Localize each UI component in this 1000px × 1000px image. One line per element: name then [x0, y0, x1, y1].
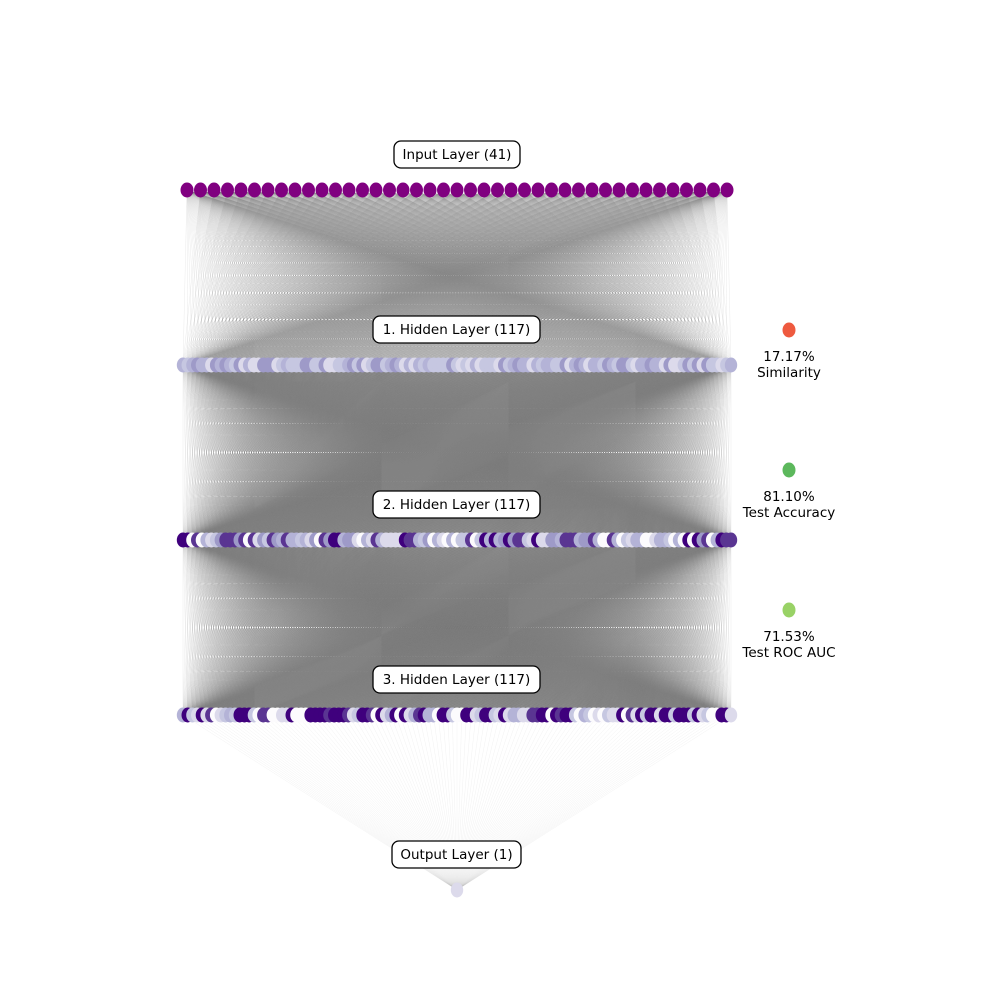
- metric-value: 81.10%: [763, 489, 815, 505]
- metric-similarity: 17.17% Similarity: [757, 322, 821, 381]
- neuron-node: [329, 182, 342, 198]
- neuron-node: [315, 182, 329, 198]
- neuron-node: [437, 182, 450, 198]
- neuron-node: [234, 182, 248, 198]
- neuron-node: [356, 182, 369, 198]
- edges-layer-0-to-1: [182, 189, 732, 366]
- layer-label-hidden-1: 1. Hidden Layer (117): [372, 315, 541, 344]
- metric-value: 71.53%: [763, 629, 815, 645]
- metric-test-accuracy: 81.10% Test Accuracy: [742, 462, 836, 521]
- layer-label-text: 2. Hidden Layer (117): [383, 497, 531, 513]
- neuron-node: [707, 182, 720, 198]
- neuron-node: [639, 182, 653, 198]
- neuron-node: [423, 182, 437, 198]
- neuron-node: [207, 182, 221, 198]
- neuron-node: [491, 182, 504, 198]
- layer-3-nodes: [176, 707, 738, 723]
- neuron-node: [724, 357, 738, 373]
- neuron-node: [720, 182, 734, 198]
- layer-label-hidden-2: 2. Hidden Layer (117): [372, 490, 541, 519]
- neuron-node: [545, 182, 558, 198]
- neuron-node: [383, 182, 396, 198]
- neuron-node: [599, 182, 612, 198]
- metric-name: Similarity: [757, 365, 821, 381]
- neuron-node: [572, 182, 585, 198]
- neuron-node: [194, 182, 207, 198]
- metric-test-roc-auc: 71.53% Test ROC AUC: [741, 602, 836, 661]
- neuron-node: [275, 182, 288, 198]
- neuron-node: [261, 182, 275, 198]
- neuron-node: [450, 182, 464, 198]
- neuron-node: [464, 182, 477, 198]
- layer-label-text: Input Layer (41): [403, 147, 512, 163]
- neuron-node: [531, 182, 545, 198]
- layer-label-text: Output Layer (1): [400, 847, 512, 863]
- layer-label-hidden-3: 3. Hidden Layer (117): [372, 665, 541, 694]
- neuron-node: [585, 182, 599, 198]
- metric-name: Test Accuracy: [742, 505, 836, 521]
- neuron-node: [504, 182, 518, 198]
- neuron-node: [477, 182, 491, 198]
- layer-4-nodes: [450, 882, 464, 898]
- metric-value: 17.17%: [763, 349, 815, 365]
- edges-layer-3-to-4: [182, 714, 732, 891]
- neuron-node: [302, 182, 315, 198]
- layer-label-text: 1. Hidden Layer (117): [383, 322, 531, 338]
- edges-layer-2-to-3: [182, 539, 732, 716]
- neuron-node: [450, 882, 464, 898]
- neuron-node: [724, 707, 738, 723]
- neuron-node: [693, 182, 707, 198]
- layer-1-nodes: [176, 357, 738, 373]
- neuron-node: [680, 182, 693, 198]
- layer-0-nodes: [180, 182, 734, 198]
- neuron-node: [724, 532, 738, 548]
- neuron-node: [369, 182, 383, 198]
- layer-nodes: [176, 182, 738, 898]
- metric-dot: [782, 322, 796, 338]
- layer-label-output: Output Layer (1): [391, 840, 522, 869]
- edges-layer-1-to-2: [182, 364, 732, 541]
- connection-edges: [182, 189, 732, 891]
- metric-name: Test ROC AUC: [741, 645, 835, 661]
- neuron-node: [396, 182, 410, 198]
- neuron-node: [180, 182, 194, 198]
- layer-2-nodes: [176, 532, 738, 548]
- neuron-node: [342, 182, 356, 198]
- neuron-node: [666, 182, 680, 198]
- neuron-node: [558, 182, 572, 198]
- neuron-node: [653, 182, 666, 198]
- neuron-node: [248, 182, 261, 198]
- layer-label-text: 3. Hidden Layer (117): [383, 672, 531, 688]
- neuron-node: [626, 182, 639, 198]
- neuron-node: [410, 182, 423, 198]
- neuron-node: [288, 182, 302, 198]
- metric-dot: [782, 602, 796, 618]
- neuron-node: [221, 182, 234, 198]
- neuron-node: [518, 182, 531, 198]
- metric-dot: [782, 462, 796, 478]
- layer-label-input: Input Layer (41): [393, 140, 521, 169]
- neuron-node: [612, 182, 626, 198]
